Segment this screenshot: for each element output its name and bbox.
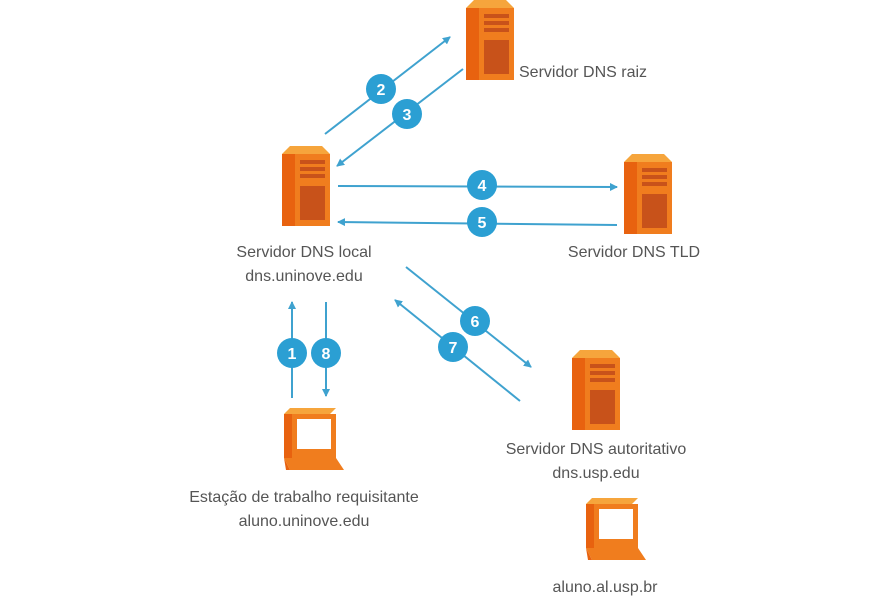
root-server-icon (466, 0, 514, 80)
root-server-label: Servidor DNS raiz (519, 64, 648, 81)
local-server-icon (282, 146, 330, 226)
target-host-label: aluno.al.usp.br (552, 579, 658, 596)
step-number-4: 4 (478, 178, 487, 195)
step-number-7: 7 (449, 340, 458, 357)
auth-server-hostname: dns.usp.edu (552, 465, 640, 482)
step-badge-8: 8 (311, 338, 341, 368)
requesting-computer-icon (284, 408, 344, 470)
auth-server-label: Servidor DNS autoritativo (505, 441, 687, 458)
step-badge-4: 4 (467, 170, 497, 200)
requesting-host-label: Estação de trabalho requisitante (189, 489, 419, 506)
step-badge-7: 7 (438, 332, 468, 362)
step-number-5: 5 (478, 215, 487, 232)
step-badge-2: 2 (366, 74, 396, 104)
local-server-label: Servidor DNS local (236, 244, 372, 261)
requesting-host-hostname: aluno.uninove.edu (238, 513, 370, 530)
target-computer-icon (586, 498, 646, 560)
step-badge-1: 1 (277, 338, 307, 368)
tld-server-label: Servidor DNS TLD (567, 244, 701, 261)
step-number-8: 8 (322, 346, 331, 363)
step-badge-6: 6 (460, 306, 490, 336)
tld-server-icon (624, 154, 672, 234)
step-number-2: 2 (377, 82, 386, 99)
step-number-6: 6 (471, 314, 480, 331)
step-badge-3: 3 (392, 99, 422, 129)
local-server-hostname: dns.uninove.edu (245, 268, 363, 285)
step-number-3: 3 (403, 107, 412, 124)
auth-server-icon (572, 350, 620, 430)
step-badge-5: 5 (467, 207, 497, 237)
step-number-1: 1 (288, 346, 297, 363)
